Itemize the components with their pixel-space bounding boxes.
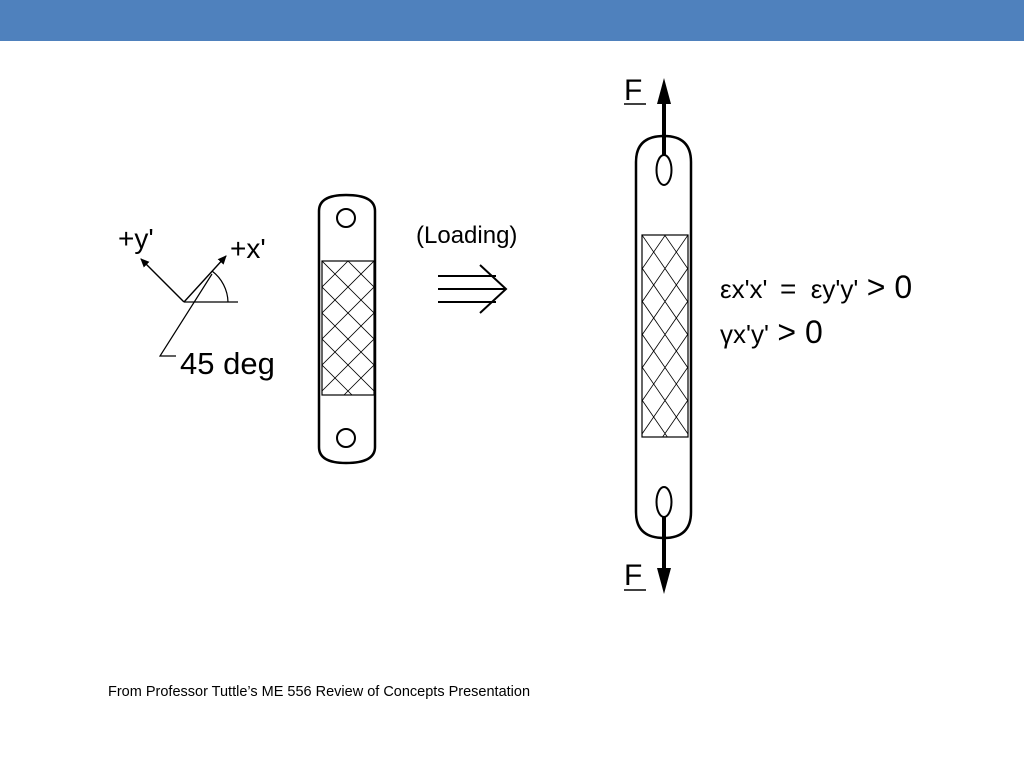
angle-leader-line — [158, 273, 213, 357]
header-bar — [0, 0, 1024, 41]
y-prime-label: +y' — [118, 223, 154, 254]
deformed-gauge-region — [641, 234, 689, 438]
loading-indicator: (Loading) — [416, 222, 517, 314]
upper-force-label: F — [624, 74, 642, 107]
unloaded-specimen — [317, 193, 377, 465]
normal-strain-equation: εx'x' = εy'y' > 0 — [720, 269, 912, 305]
x-prime-axis — [183, 255, 227, 303]
normal-strain-y: εy'y' — [811, 274, 859, 304]
shear-strain-xy: γx'y' — [720, 319, 769, 349]
lower-force-arrow-icon — [657, 516, 671, 594]
strain-equations: εx'x' = εy'y' > 0 γx'y' > 0 — [720, 269, 912, 350]
normal-strain-relation: > 0 — [867, 269, 912, 305]
lower-pin-hole — [336, 428, 356, 448]
equals-sign: = — [780, 273, 796, 304]
x-prime-label: +x' — [230, 233, 266, 264]
lower-elongated-pin-hole — [655, 486, 673, 518]
upper-pin-hole — [336, 208, 356, 228]
implies-arrow-icon — [438, 264, 508, 314]
loaded-specimen: F F — [624, 74, 693, 594]
angle-label: 45 deg — [180, 346, 275, 381]
loading-label: (Loading) — [416, 222, 517, 249]
source-caption: From Professor Tuttle’s ME 556 Review of… — [108, 684, 531, 700]
lower-force-label: F — [624, 559, 642, 592]
shear-strain-relation: > 0 — [777, 314, 822, 350]
angle-arc — [211, 270, 229, 303]
rotated-axes: +y' +x' 45 deg — [118, 223, 275, 381]
upper-force-arrow-icon — [657, 78, 671, 156]
upper-elongated-pin-hole — [655, 154, 673, 186]
shear-strain-equation: γx'y' > 0 — [720, 314, 823, 350]
normal-strain-x: εx'x' — [720, 274, 768, 304]
gauge-region — [321, 260, 375, 396]
y-prime-axis — [140, 258, 185, 303]
